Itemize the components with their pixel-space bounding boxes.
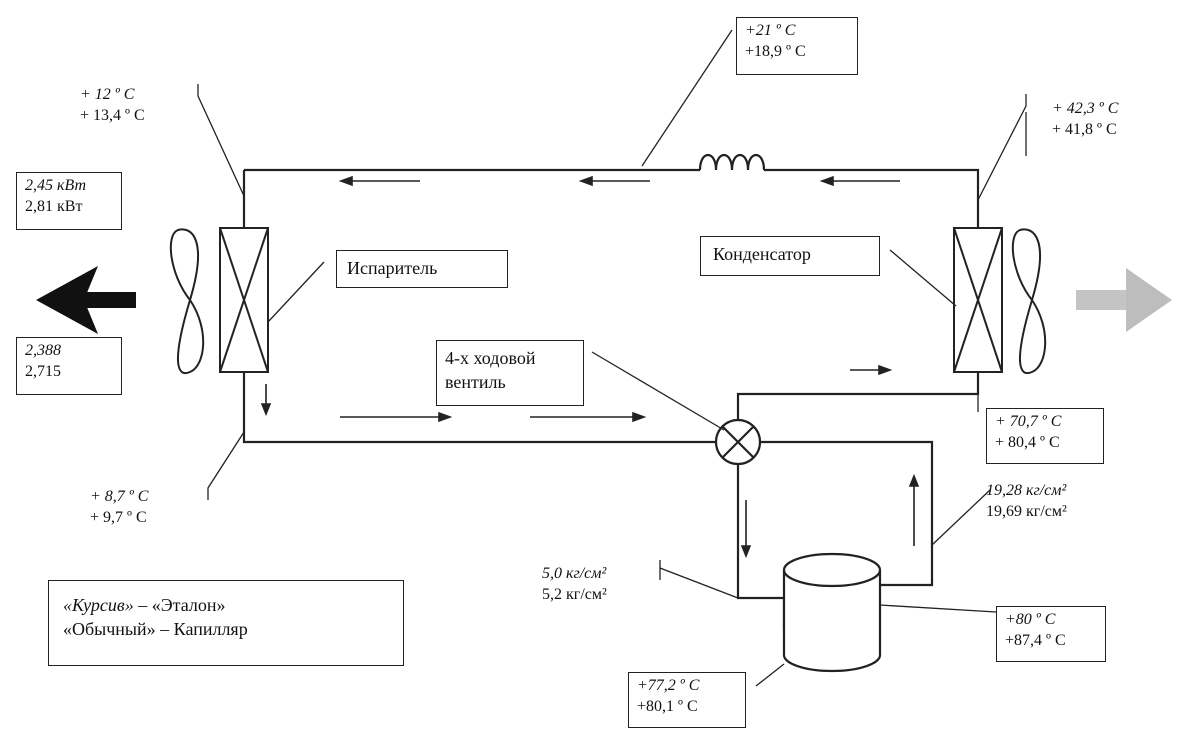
etalon-value: 19,28 кг/см² <box>986 482 1067 499</box>
leader-evap-bottom <box>207 431 245 500</box>
etalon-value: +21 º C <box>745 22 796 39</box>
condenser-unit <box>953 227 1003 373</box>
high-pressure-reading: 19,28 кг/см² 19,69 кг/см² <box>986 480 1067 522</box>
etalon-value: 2,388 <box>25 342 61 359</box>
legend-italic-term: «Курсив» <box>63 595 134 615</box>
etalon-value: + 70,7 º C <box>995 413 1062 430</box>
condenser-return-pipe <box>736 372 980 420</box>
valve-label-line1: 4-х ходовой <box>445 348 536 368</box>
cond-bottom-reading: + 70,7 º C + 80,4 º C <box>986 408 1104 464</box>
valve-label-line2: вентиль <box>445 372 506 392</box>
top-pipe <box>244 168 980 228</box>
leader-compressor-side <box>879 604 997 613</box>
capillary-value: +87,4 º C <box>1005 632 1066 649</box>
valve-label: 4-х ходовой вентиль <box>436 340 584 406</box>
cond-top-reading: + 42,3 º C + 41,8 º C <box>1052 98 1118 140</box>
low-pressure-reading: 5,0 кг/см² 5,2 кг/см² <box>542 563 607 605</box>
flow-arrow-down-evap <box>260 384 272 417</box>
legend-normal-term: «Обычный» <box>63 619 156 639</box>
compressor-to-valve-pipe <box>760 440 934 587</box>
evaporator-text: Испаритель <box>347 258 438 278</box>
flow-arrow-bottom-2 <box>530 411 647 423</box>
condenser-label: Конденсатор <box>700 236 880 276</box>
leader-valve-label <box>591 351 725 431</box>
compressor-icon <box>782 552 882 673</box>
capillary-value: + 13,4 º C <box>80 107 145 124</box>
leader-top-pipe <box>641 29 733 167</box>
leader-evaporator <box>267 261 325 323</box>
flow-arrow-right-cond <box>850 364 893 376</box>
etalon-value: 2,45 кВт <box>25 177 87 194</box>
top-pipe-reading: +21 º C +18,9 º C <box>736 17 858 75</box>
evap-bottom-reading: + 8,7 º C + 9,7 º C <box>90 486 148 528</box>
cop-reading: 2,388 2,715 <box>16 337 122 395</box>
compressor-side-reading: +80 º C +87,4 º C <box>996 606 1106 662</box>
evap-top-reading: + 12 º C + 13,4 º C <box>80 84 145 126</box>
legend-italic-row: «Курсив» – «Эталон» <box>63 593 389 617</box>
etalon-value: + 8,7 º C <box>90 488 149 505</box>
legend-italic-meaning: – «Эталон» <box>133 595 226 615</box>
hot-air-arrow-icon <box>1076 268 1172 332</box>
capillary-value: + 41,8 º C <box>1052 121 1117 138</box>
leader-evap-top <box>197 84 245 197</box>
power-reading: 2,45 кВт 2,81 кВт <box>16 172 122 230</box>
leader-cond-top <box>977 94 1027 201</box>
compressor-bottom-reading: +77,2 º C +80,1 º C <box>628 672 746 728</box>
capillary-value: + 9,7 º C <box>90 509 147 526</box>
evaporator-fan-icon <box>169 228 205 375</box>
capillary-value: 19,69 кг/см² <box>986 503 1067 520</box>
etalon-value: +80 º C <box>1005 611 1056 628</box>
capillary-value: +80,1 º C <box>637 698 698 715</box>
flow-arrow-bottom-1 <box>340 411 453 423</box>
leader-high-pressure <box>931 489 991 546</box>
etalon-value: +77,2 º C <box>637 677 700 694</box>
legend-normal-meaning: – Капилляр <box>155 619 248 639</box>
leader-low-pressure <box>659 560 739 599</box>
capillary-value: 2,715 <box>25 363 61 380</box>
evaporator-label: Испаритель <box>336 250 508 288</box>
flow-arrow-down-comp <box>740 500 752 559</box>
capillary-value: 2,81 кВт <box>25 198 83 215</box>
leader-compressor-bottom <box>755 663 785 687</box>
cold-air-arrow-icon <box>36 266 136 334</box>
leader-condenser <box>889 249 957 307</box>
condenser-fan-icon <box>1011 228 1047 375</box>
legend: «Курсив» – «Эталон» «Обычный» – Капилляр <box>48 580 404 666</box>
evaporator-unit <box>219 227 269 373</box>
etalon-value: 5,0 кг/см² <box>542 565 607 582</box>
flow-arrow-top-1 <box>338 175 420 187</box>
flow-arrow-top-2 <box>578 175 650 187</box>
capillary-value: 5,2 кг/см² <box>542 586 607 603</box>
etalon-value: + 42,3 º C <box>1052 100 1119 117</box>
etalon-value: + 12 º C <box>80 86 135 103</box>
condenser-text: Конденсатор <box>713 244 811 264</box>
capillary-value: +18,9 º C <box>745 43 806 60</box>
capillary-value: + 80,4 º C <box>995 434 1060 451</box>
four-way-valve-icon <box>714 418 762 466</box>
evaporator-left-pipe <box>242 170 716 444</box>
flow-arrow-top-3 <box>819 175 900 187</box>
legend-normal-row: «Обычный» – Капилляр <box>63 617 389 641</box>
flow-arrow-up-comp <box>908 473 920 546</box>
capillary-coil <box>698 153 766 171</box>
